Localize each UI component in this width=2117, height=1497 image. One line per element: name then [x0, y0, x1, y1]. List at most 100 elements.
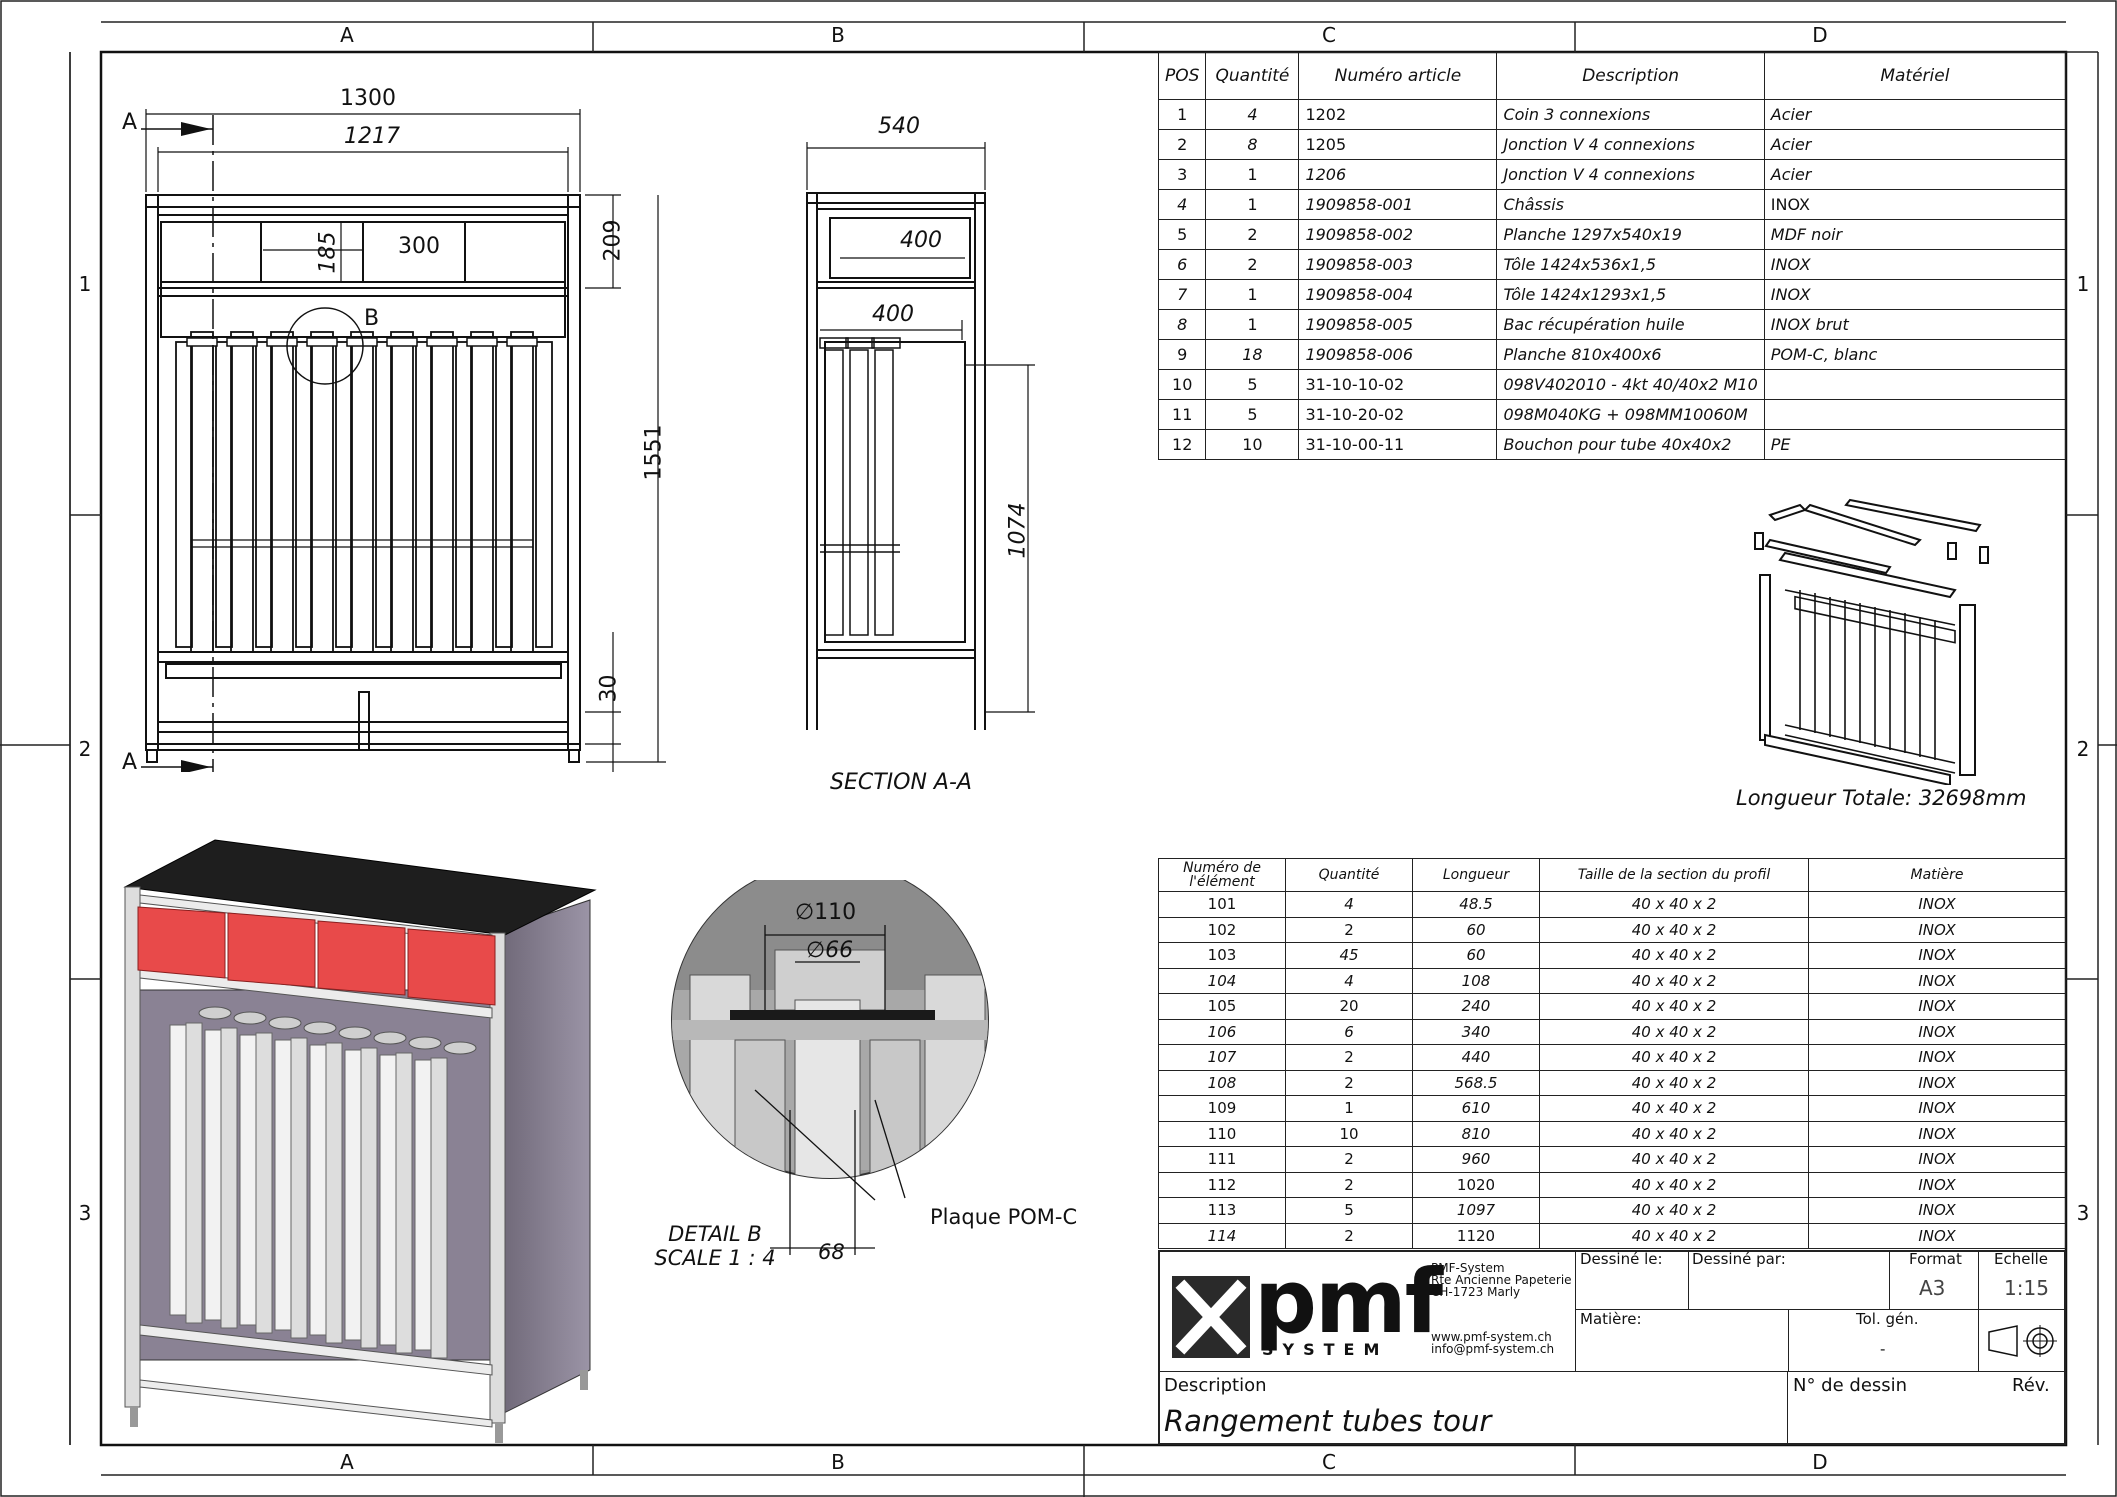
cell: INOX [1808, 1018, 2066, 1045]
cell: 5 [1285, 1197, 1413, 1224]
cell: 1909858-004 [1298, 279, 1498, 310]
cell: INOX brut [1763, 309, 2067, 340]
cell: 10 [1157, 369, 1207, 400]
cell: 109 [1158, 1095, 1286, 1122]
cell: 40 x 40 x 2 [1539, 891, 1809, 918]
dim-tube-height: 1074 [1005, 502, 1031, 559]
cell: 2 [1205, 249, 1300, 280]
cell: Planche 810x400x6 [1496, 339, 1765, 370]
cell: INOX [1808, 1222, 2066, 1249]
parts-header-row: POS Quantité Numéro article Description … [1157, 52, 2067, 100]
cell: INOX [1763, 249, 2067, 280]
cell: 9 [1157, 339, 1207, 370]
cell: 40 x 40 x 2 [1539, 1171, 1809, 1198]
cell: 103 [1158, 942, 1286, 969]
iso-exploded-view [1754, 498, 1989, 785]
cell: 40 x 40 x 2 [1539, 1120, 1809, 1147]
cell: 101 [1158, 891, 1286, 918]
cell: 12 [1157, 429, 1207, 460]
dim-foot-height: 30 [596, 674, 622, 703]
cell: 098M040KG + 098MM10060M [1496, 399, 1765, 430]
tb-web[interactable]: www.pmf-system.ch [1431, 1330, 1552, 1344]
cell: 5 [1205, 399, 1300, 430]
cell: 2 [1285, 1222, 1413, 1249]
cell: 6 [1285, 1018, 1413, 1045]
tb-address-1: Rte Ancienne Papeterie [1431, 1273, 1572, 1287]
cell: 5 [1205, 369, 1300, 400]
cell: 5 [1157, 219, 1207, 250]
cell: INOX [1808, 1095, 2066, 1122]
cell: 1 [1285, 1095, 1413, 1122]
tb-email[interactable]: info@pmf-system.ch [1431, 1342, 1555, 1356]
zone-row-2-right: 2 [2076, 737, 2090, 761]
detail-title-1: DETAIL B [668, 1222, 762, 1246]
cell: INOX [1808, 993, 2066, 1020]
tb-echelle-label: Echelle [1994, 1250, 2049, 1268]
cell: Jonction V 4 connexions [1496, 129, 1765, 160]
cut-col-length: Longueur [1412, 858, 1540, 892]
cell: 11 [1157, 399, 1207, 430]
cell: 2 [1205, 219, 1300, 250]
cell: 31-10-00-11 [1298, 429, 1498, 460]
cell: 1909858-001 [1298, 189, 1498, 220]
cell: 440 [1412, 1044, 1540, 1071]
iso-rendered-view [123, 839, 597, 1443]
cell: POM-C, blanc [1763, 339, 2067, 370]
tb-dessin-label: N° de dessin [1793, 1375, 1908, 1396]
tb-address-2: CH-1723 Marly [1431, 1285, 1521, 1299]
cell: 2 [1285, 1146, 1413, 1173]
cell: PE [1763, 429, 2067, 460]
zone-row-2-left: 2 [78, 737, 92, 761]
cell: 568.5 [1412, 1069, 1540, 1096]
cell: 7 [1157, 279, 1207, 310]
detail-dia-inner: ∅66 [806, 938, 854, 963]
parts-col-qty: Quantité [1205, 52, 1300, 100]
parts-col-article: Numéro article [1298, 52, 1498, 100]
cell: 111 [1158, 1146, 1286, 1173]
detail-title-2: SCALE 1 : 4 [654, 1246, 776, 1270]
cell: 114 [1158, 1222, 1286, 1249]
section-marker-top: A [122, 110, 138, 135]
cell: INOX [1808, 967, 2066, 994]
detail-callout: Plaque POM-C [930, 1205, 1078, 1229]
cell: INOX [1808, 916, 2066, 943]
cell: Tôle 1424x1293x1,5 [1496, 279, 1765, 310]
cell: 108 [1412, 967, 1540, 994]
zone-col-d-top: D [1812, 23, 1828, 47]
detail-dim-68: 68 [818, 1240, 845, 1264]
cell: 40 x 40 x 2 [1539, 1069, 1809, 1096]
cell: 40 x 40 x 2 [1539, 1146, 1809, 1173]
cell: 1 [1205, 159, 1300, 190]
cell: Acier [1763, 129, 2067, 160]
cell: 40 x 40 x 2 [1539, 1095, 1809, 1122]
cell: 105 [1158, 993, 1286, 1020]
dim-depth: 540 [878, 114, 920, 139]
cell: 4 [1157, 189, 1207, 220]
dim-drawer-height: 185 [315, 231, 341, 274]
cell: 1 [1205, 189, 1300, 220]
cell: 40 x 40 x 2 [1539, 916, 1809, 943]
dim-tube-depth: 400 [872, 302, 914, 327]
dim-overall-width: 1300 [340, 86, 396, 111]
front-view [141, 109, 666, 772]
cell: 40 x 40 x 2 [1539, 967, 1809, 994]
cell: 108 [1158, 1069, 1286, 1096]
section-marker-bottom: A [122, 750, 138, 775]
zone-col-d-bottom: D [1812, 1450, 1828, 1474]
cell: 810 [1412, 1120, 1540, 1147]
zone-row-1-right: 1 [2076, 272, 2090, 296]
zone-col-b-top: B [831, 23, 845, 47]
tb-tol-label: Tol. gén. [1856, 1310, 1919, 1328]
cell: 1206 [1298, 159, 1498, 190]
cell: Tôle 1424x536x1,5 [1496, 249, 1765, 280]
